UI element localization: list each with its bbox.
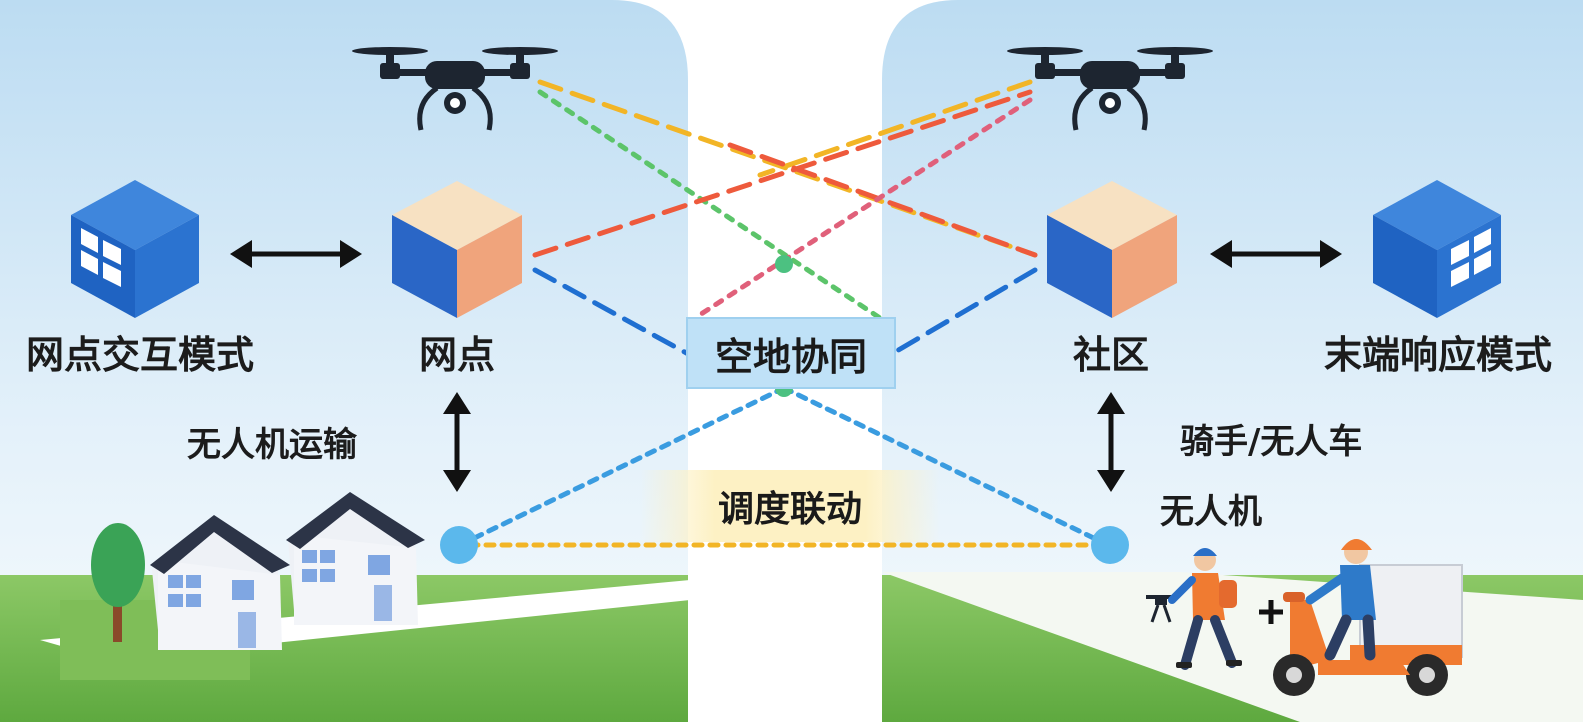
node-cube-icon [392, 181, 522, 318]
house-icon [286, 492, 425, 625]
link-blue-right-node [887, 267, 1038, 358]
double-arrow-icon [443, 392, 471, 492]
double-arrow-icon [1097, 392, 1125, 492]
right-node-label: 社区 [1073, 333, 1150, 377]
scooter-icon [1273, 539, 1463, 696]
link-red-left-node [532, 89, 1033, 258]
node-cube-icon [1047, 181, 1177, 318]
left-node-label: 网点 [419, 333, 496, 377]
link-lightblue-right [781, 385, 1111, 548]
link-yellow-left-drone [537, 79, 1038, 258]
right-rider-label: 骑手/无人车 [1180, 422, 1363, 462]
server-cube-icon [71, 180, 199, 318]
ground-node-left [440, 526, 478, 564]
left-transport-label: 无人机运输 [187, 425, 357, 465]
dispatch-box: 调度联动 [640, 470, 940, 542]
server-cube-icon [1373, 180, 1501, 318]
courier-icon [1146, 548, 1242, 670]
link-red-right-node [727, 142, 1038, 258]
left-mode-label: 网点交互模式 [26, 333, 255, 377]
house-icon [150, 515, 290, 650]
center-collab-label: 空地协同 [714, 334, 867, 379]
plus-icon [1259, 600, 1283, 624]
right-mode-label: 末端响应模式 [1324, 333, 1553, 377]
center-collab-box: 空地协同 [686, 317, 896, 389]
junction-dot-top [775, 255, 793, 273]
double-arrow-icon [1210, 240, 1342, 268]
double-arrow-icon [230, 240, 362, 268]
link-blue-left-node [532, 267, 693, 358]
dispatch-label: 调度联动 [717, 489, 862, 530]
link-green-left-drone [537, 89, 883, 321]
tree-icon [91, 523, 145, 642]
ground-node-right [1091, 526, 1129, 564]
right-drone-label: 无人机 [1160, 492, 1262, 532]
link-yellow-right-drone [757, 79, 1033, 178]
drone-icon [352, 47, 558, 131]
link-pink-right-drone [692, 97, 1033, 321]
link-lightblue-left [457, 385, 787, 548]
connection-lines [457, 79, 1111, 548]
drone-icon [1007, 47, 1213, 131]
